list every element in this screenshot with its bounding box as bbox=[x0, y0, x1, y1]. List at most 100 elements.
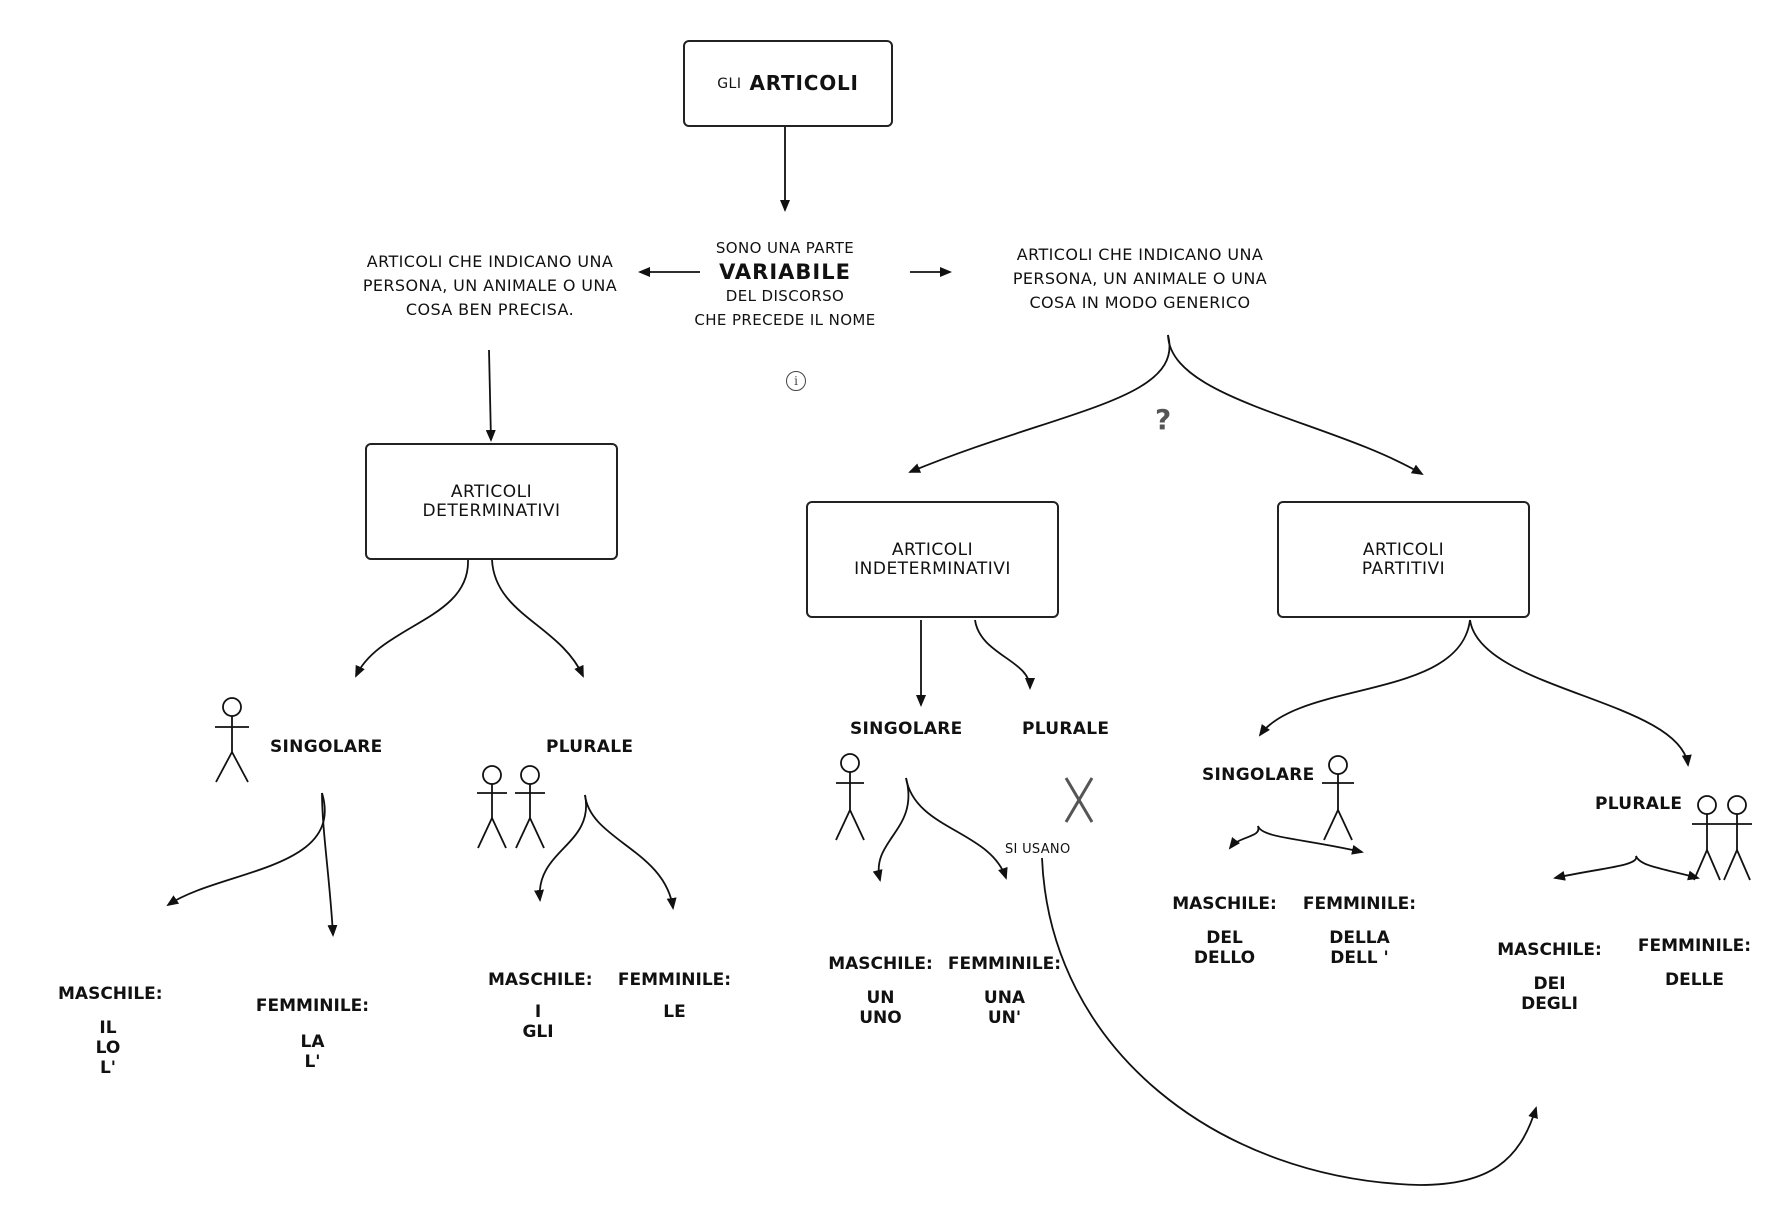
ind-maschile: MASCHILE: UN UNO bbox=[828, 954, 933, 1028]
det-plur-femminile-item: LE bbox=[663, 1002, 686, 1022]
arrow-det-plur-to-femminile bbox=[584, 794, 677, 910]
two-people-icon bbox=[477, 765, 545, 849]
arrow-left-to-determinativi bbox=[485, 349, 496, 442]
center-text: SONO UNA PARTE VARIABILE DEL DISCORSO CH… bbox=[685, 236, 885, 332]
left-description: ARTICOLI CHE INDICANO UNA PERSONA, UN AN… bbox=[360, 250, 620, 322]
arrow-part-to-plurale bbox=[1469, 619, 1692, 767]
det-sing-maschile-label: MASCHILE: bbox=[58, 984, 163, 1004]
part-plur-maschile-item: DEI bbox=[1533, 974, 1566, 994]
right-description: ARTICOLI CHE INDICANO UNA PERSONA, UN AN… bbox=[1005, 243, 1275, 315]
part-plur-femminile-item: DELLE bbox=[1664, 970, 1724, 990]
part-sing-maschile-label: MASCHILE: bbox=[1172, 894, 1277, 914]
arrow-part-sing-to-femminile bbox=[1257, 825, 1364, 855]
det-plur-maschile-item: I bbox=[534, 1002, 542, 1022]
right-desc-line: PERSONA, UN ANIMALE O UNA bbox=[1012, 269, 1268, 288]
determinativi-title-line: DETERMINATIVI bbox=[422, 500, 561, 521]
info-icon[interactable]: i bbox=[786, 371, 806, 391]
center-line-2: VARIABILE bbox=[719, 260, 851, 284]
arrow-part-plur-to-femminile bbox=[1635, 855, 1700, 881]
left-desc-line: COSA BEN PRECISA. bbox=[405, 300, 575, 319]
det-plur-maschile-item: GLI bbox=[522, 1022, 554, 1042]
arrow-part-sing-to-maschile bbox=[1228, 825, 1260, 850]
left-desc-line: ARTICOLI CHE INDICANO UNA bbox=[366, 252, 614, 271]
arrow-part-to-singolare bbox=[1258, 619, 1471, 737]
question-mark: ? bbox=[1155, 403, 1172, 436]
ind-maschile-label: MASCHILE: bbox=[828, 954, 933, 974]
det-plurale-label: PLURALE bbox=[546, 737, 634, 757]
root-box: GLI ARTICOLI bbox=[683, 40, 893, 127]
arrow-det-to-singolare bbox=[355, 559, 469, 678]
det-plur-maschile: MASCHILE: I GLI bbox=[488, 970, 593, 1042]
partitivi-title-line: ARTICOLI bbox=[1362, 539, 1445, 560]
center-line-3: DEL DISCORSO bbox=[725, 287, 845, 305]
ind-maschile-item: UN bbox=[866, 988, 895, 1008]
two-people-icon bbox=[1692, 795, 1752, 881]
cross-icon bbox=[1064, 777, 1094, 823]
det-sing-femminile-item: LA bbox=[300, 1032, 325, 1052]
right-desc-line: ARTICOLI CHE INDICANO UNA bbox=[1016, 245, 1264, 264]
arrow-det-to-plurale bbox=[491, 559, 584, 678]
part-plurale-label: PLURALE bbox=[1595, 794, 1683, 814]
root-small-label: GLI bbox=[717, 75, 742, 92]
det-sing-maschile-item: IL bbox=[99, 1018, 117, 1038]
det-singolare-label: SINGOLARE bbox=[270, 737, 383, 757]
determinativi-title-line: ARTICOLI bbox=[450, 481, 533, 502]
arrow-part-plur-to-maschile bbox=[1553, 855, 1637, 881]
arrow-det-sing-to-maschile bbox=[166, 792, 326, 907]
ind-plurale-label: PLURALE bbox=[1022, 719, 1110, 739]
part-sing-femminile-label: FEMMINILE: bbox=[1302, 894, 1417, 914]
ind-femminile-label: FEMMINILE: bbox=[947, 954, 1062, 974]
det-sing-maschile-item: LO bbox=[95, 1038, 121, 1058]
indeterminativi-box: ARTICOLI INDETERMINATIVI bbox=[806, 501, 1059, 618]
person-icon bbox=[1322, 755, 1354, 841]
part-plur-femminile: FEMMINILE: DELLE bbox=[1637, 936, 1752, 990]
det-plur-femminile-label: FEMMINILE: bbox=[617, 970, 732, 990]
person-icon bbox=[215, 697, 249, 783]
part-sing-maschile-item: DELLO bbox=[1193, 948, 1256, 968]
determinativi-box: ARTICOLI DETERMINATIVI bbox=[365, 443, 618, 560]
arrow-det-plur-to-maschile bbox=[534, 794, 588, 902]
det-plur-maschile-label: MASCHILE: bbox=[488, 970, 593, 990]
ind-maschile-item: UNO bbox=[859, 1008, 902, 1028]
part-plur-maschile-label: MASCHILE: bbox=[1497, 940, 1602, 960]
si-usano-label: SI USANO bbox=[1005, 842, 1071, 857]
arrow-det-sing-to-femminile bbox=[321, 792, 338, 937]
part-sing-maschile: MASCHILE: DEL DELLO bbox=[1172, 894, 1277, 968]
arrow-right-to-partitivi bbox=[1167, 334, 1424, 476]
partitivi-title-line: PARTITIVI bbox=[1361, 558, 1446, 579]
indeterminativi-title-line: INDETERMINATIVI bbox=[854, 558, 1011, 579]
arrow-si-usano-to-partitivi-plurale bbox=[1041, 857, 1538, 1186]
part-sing-femminile: FEMMINILE: DELLA DELL ' bbox=[1302, 894, 1417, 968]
arrow-ind-to-plurale bbox=[974, 619, 1035, 690]
det-sing-femminile-item: L' bbox=[304, 1052, 321, 1072]
part-sing-femminile-item: DELLA bbox=[1329, 928, 1390, 948]
root-title: ARTICOLI bbox=[749, 71, 859, 95]
part-plur-maschile-item: DEGLI bbox=[1521, 994, 1578, 1014]
center-line-4: CHE PRECEDE IL NOME bbox=[694, 311, 876, 329]
det-sing-maschile-item: L' bbox=[99, 1058, 117, 1078]
ind-femminile-item: UNA bbox=[983, 988, 1026, 1008]
det-plur-femminile: FEMMINILE: LE bbox=[617, 970, 732, 1022]
arrow-ind-sing-to-maschile bbox=[872, 777, 910, 882]
center-line-1: SONO UNA PARTE bbox=[715, 239, 855, 257]
partitivi-box: ARTICOLI PARTITIVI bbox=[1277, 501, 1530, 618]
det-sing-femminile: FEMMINILE: LA L' bbox=[255, 996, 370, 1072]
part-sing-maschile-item: DEL bbox=[1206, 928, 1243, 948]
ind-singolare-label: SINGOLARE bbox=[850, 719, 963, 739]
arrow-ind-sing-to-femminile bbox=[905, 777, 1008, 880]
arrow-right-to-indeterminativi bbox=[908, 334, 1171, 473]
right-desc-line: COSA IN MODO GENERICO bbox=[1029, 293, 1251, 312]
ind-femminile: FEMMINILE: UNA UN' bbox=[947, 954, 1062, 1028]
part-singolare-label: SINGOLARE bbox=[1202, 765, 1315, 785]
left-desc-line: PERSONA, UN ANIMALE O UNA bbox=[362, 276, 618, 295]
part-plur-maschile: MASCHILE: DEI DEGLI bbox=[1497, 940, 1602, 1014]
det-sing-maschile: MASCHILE: IL LO L' bbox=[58, 984, 163, 1078]
part-plur-femminile-label: FEMMINILE: bbox=[1637, 936, 1752, 956]
ind-femminile-item: UN' bbox=[987, 1008, 1022, 1028]
part-sing-femminile-item: DELL ' bbox=[1330, 948, 1389, 968]
det-sing-femminile-label: FEMMINILE: bbox=[255, 996, 370, 1016]
person-icon bbox=[835, 753, 865, 841]
indeterminativi-title-line: ARTICOLI bbox=[891, 539, 974, 560]
